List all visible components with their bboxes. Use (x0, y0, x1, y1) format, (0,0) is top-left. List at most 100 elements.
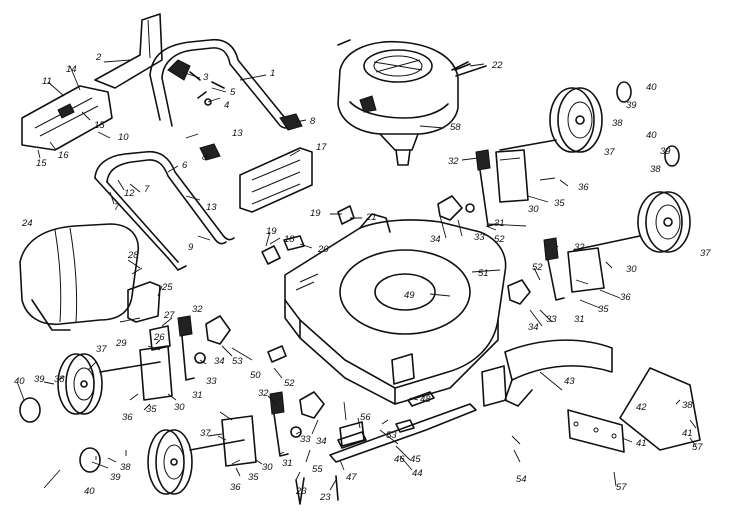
height-adjuster-right-lower (507, 235, 641, 305)
callout-7: 7 (144, 184, 150, 195)
callout-34c: 34 (430, 234, 441, 245)
callout-36c: 36 (578, 182, 589, 193)
callout-19b: 19 (310, 208, 321, 219)
callout-27: 27 (163, 310, 175, 321)
handle-knob (199, 113, 303, 161)
cutting-blade (329, 391, 477, 463)
callout-52a: 52 (284, 378, 295, 389)
callout-36b: 36 (230, 482, 241, 493)
callout-15b: 15 (36, 158, 47, 169)
callout-12: 12 (124, 188, 135, 199)
callout-38c: 38 (120, 462, 131, 473)
callout-53b: 53 (386, 430, 397, 441)
callout-38e: 38 (650, 164, 661, 175)
callout-32c: 32 (448, 156, 459, 167)
hubcaps (19, 81, 680, 473)
callout-9: 9 (188, 242, 194, 253)
engine (337, 39, 471, 166)
callout-33b: 33 (300, 434, 311, 445)
decal-plate (239, 147, 313, 213)
callout-5: 5 (230, 87, 236, 98)
callout-11: 11 (42, 76, 52, 87)
callout-53a: 53 (232, 356, 243, 367)
callout-28: 28 (127, 250, 139, 261)
callout-37c: 37 (604, 147, 615, 158)
callout-24: 24 (21, 218, 33, 229)
callout-4: 4 (224, 100, 229, 111)
callout-30a: 30 (174, 402, 185, 413)
callout-35d: 35 (598, 304, 609, 315)
callout-37b: 37 (200, 428, 211, 439)
callout-32d: 32 (574, 242, 585, 253)
callout-52c: 52 (532, 262, 543, 273)
callout-2: 2 (95, 52, 102, 63)
callout-33c: 33 (474, 232, 485, 243)
callout-19: 19 (266, 226, 277, 237)
callout-49: 49 (404, 290, 415, 301)
callout-labels: 1 2 3 4 5 8 13 11 14 15 10 16 15 8 6 7 1… (14, 52, 711, 503)
callout-39a: 39 (34, 374, 45, 385)
callout-23b: 23 (319, 492, 331, 503)
callout-3: 3 (203, 72, 209, 83)
callout-31c: 31 (494, 218, 505, 229)
callout-30d: 30 (626, 264, 637, 275)
callout-17: 17 (316, 142, 327, 153)
callout-31d: 31 (574, 314, 585, 325)
callout-37a: 37 (96, 344, 107, 355)
callout-22: 22 (491, 60, 503, 71)
callout-51: 51 (478, 268, 489, 279)
callout-8: 8 (310, 116, 316, 127)
callout-41b: 41 (682, 428, 693, 439)
callout-50: 50 (250, 370, 261, 381)
callout-29: 29 (115, 338, 127, 349)
callout-57a: 57 (616, 482, 627, 493)
callout-13b: 13 (206, 202, 217, 213)
callout-45: 45 (410, 454, 421, 465)
callout-32b: 32 (258, 388, 269, 399)
callout-35c: 35 (554, 198, 565, 209)
callout-36d: 36 (620, 292, 631, 303)
callout-30c: 30 (528, 204, 539, 215)
callout-35a: 35 (146, 404, 157, 415)
callout-30b: 30 (262, 462, 273, 473)
callout-38a: 38 (54, 374, 65, 385)
callout-18: 18 (284, 234, 295, 245)
callout-33d: 33 (546, 314, 557, 325)
callout-15: 15 (94, 120, 105, 131)
upper-handle (149, 38, 297, 129)
callout-32a: 32 (192, 304, 203, 315)
callout-56: 56 (360, 412, 371, 423)
height-adjuster-left-lower (189, 391, 325, 467)
callout-38d: 38 (612, 118, 623, 129)
callout-48: 48 (420, 394, 431, 405)
callout-38b: 38 (682, 400, 693, 411)
callout-54: 54 (516, 474, 527, 485)
wheel-front-right-upper (549, 87, 603, 153)
callout-39c: 39 (626, 100, 637, 111)
callout-8b: 8 (202, 152, 208, 163)
grass-bag (19, 223, 139, 331)
spark-plug (451, 61, 487, 77)
lower-handle (94, 150, 235, 271)
callout-31b: 31 (282, 458, 293, 469)
handle-panel (21, 85, 113, 151)
leader-lines (17, 59, 697, 491)
callout-26: 26 (153, 332, 165, 343)
callout-44: 44 (412, 468, 423, 479)
callout-31a: 31 (192, 390, 203, 401)
callout-57b: 57 (692, 442, 703, 453)
callout-40c: 40 (646, 82, 657, 93)
callout-46: 46 (394, 454, 405, 465)
callout-34d: 34 (528, 322, 539, 333)
callout-47: 47 (346, 472, 357, 483)
rear-deflector (504, 339, 701, 453)
callout-34a: 34 (214, 356, 225, 367)
callout-35b: 35 (248, 472, 259, 483)
callout-36a: 36 (122, 412, 133, 423)
wheel-rear-left-lower (147, 429, 193, 495)
callout-40a: 40 (14, 376, 25, 387)
wheel-front-right-lower (637, 191, 691, 253)
discharge-bracket (127, 267, 171, 351)
callout-39b: 39 (110, 472, 121, 483)
callout-6: 6 (182, 160, 188, 171)
